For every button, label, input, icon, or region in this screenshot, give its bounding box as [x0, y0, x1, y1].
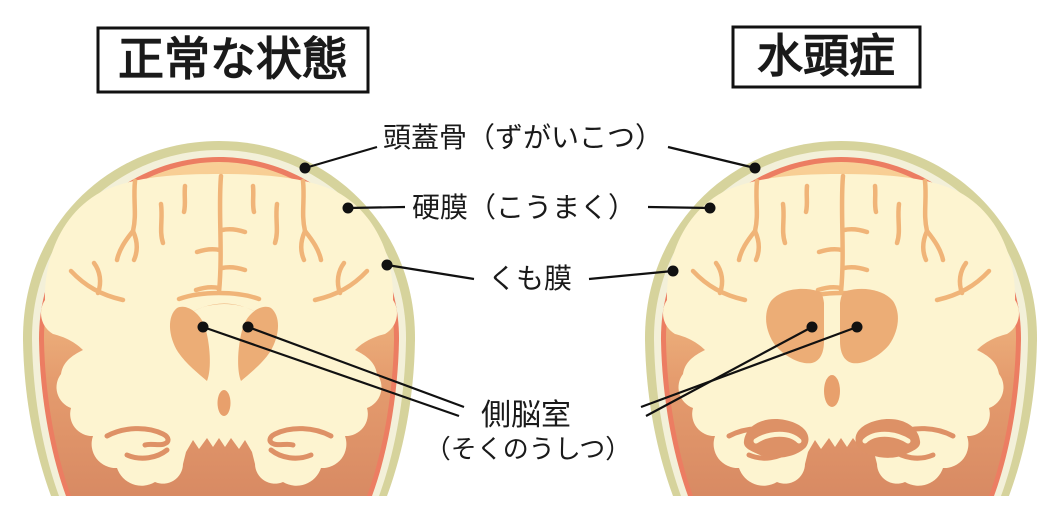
- hydrocephalus-title: 水頭症: [757, 30, 895, 82]
- arachnoid-label: くも膜: [488, 263, 572, 294]
- normal-title: 正常な状態: [118, 33, 348, 85]
- hydrocephalus-title-box: 水頭症: [731, 25, 922, 89]
- annotation-lines: [202, 145, 858, 418]
- lateral-ventricle-label: 側脳室: [481, 399, 571, 432]
- hydrocephalus-brain-illustration: [645, 141, 1037, 496]
- normal-brain-illustration: [23, 141, 415, 496]
- lateral-ventricle-reading-label: （そくのうしつ）: [425, 434, 631, 464]
- enlarged-temporal-horns: [743, 419, 921, 458]
- skull-label: 頭蓋骨（ずがいこつ）: [383, 122, 663, 153]
- annotation-dots: [197, 162, 863, 333]
- dura-label: 硬膜（こうまく）: [412, 192, 636, 223]
- normal-title-box: 正常な状態: [96, 26, 370, 94]
